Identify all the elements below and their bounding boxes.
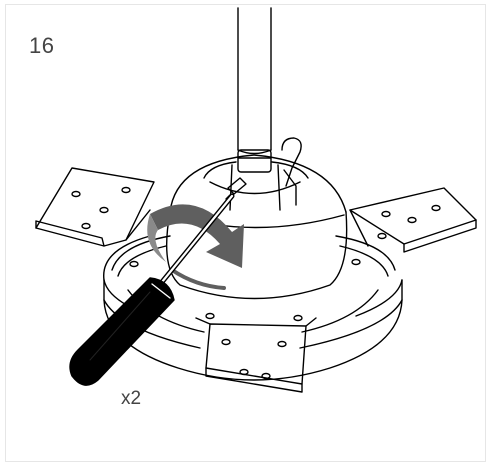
bracket-front <box>195 312 317 393</box>
quantity-label: x2 <box>121 388 142 409</box>
step-number: 16 <box>29 33 55 58</box>
bracket-right <box>349 187 477 253</box>
panel-border <box>5 4 486 462</box>
clockwise-rotation-arrow-icon <box>147 204 244 290</box>
canopy-dome <box>165 137 348 300</box>
downrod-pole <box>237 7 272 155</box>
bracket-left <box>35 167 155 247</box>
screwdriver-icon <box>69 193 235 386</box>
ring-bolts <box>129 258 361 268</box>
